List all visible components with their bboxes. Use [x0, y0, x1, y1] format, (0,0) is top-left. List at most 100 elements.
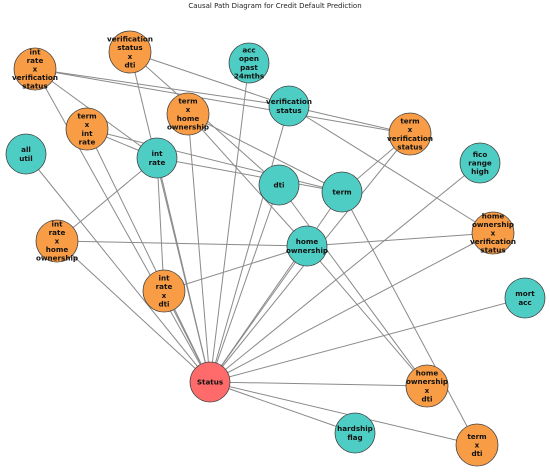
node-label-line: flag	[347, 433, 362, 442]
node-label-line: verification	[266, 97, 312, 106]
node-dti: dti	[258, 164, 300, 206]
edge-home_ownership-to-home_ownership_x_verification_status	[306, 232, 494, 247]
node-label-line: x	[55, 237, 60, 246]
node-circle	[228, 42, 270, 84]
edge-int_rate-to-term	[156, 157, 343, 193]
edge-verification_status-to-home_ownership_x_verification_status	[288, 105, 494, 234]
node-label-line: ownership	[167, 122, 209, 131]
edge-dti-to-home_ownership_x_dti	[278, 184, 428, 387]
edge-term_x_home_ownership-to-term	[187, 113, 343, 193]
node-circle	[13, 47, 57, 91]
edge-int_rate_x_verification_status-to-status	[34, 68, 211, 383]
node-label-line: int	[29, 47, 41, 56]
node-circle	[459, 142, 501, 184]
node-label-line: hardship	[337, 424, 373, 433]
node-circle	[5, 133, 47, 175]
node-circle	[35, 219, 79, 263]
node-label-line: dti	[158, 299, 169, 308]
node-label-line: status	[117, 43, 142, 52]
node-label-line: ownership	[406, 377, 448, 386]
node-circle	[65, 107, 109, 151]
edge-home_ownership_x_verification_status-to-status	[209, 232, 494, 383]
edge-verification_status-to-status	[209, 105, 290, 383]
node-label-line: x	[491, 229, 496, 238]
edge-home_ownership-to-home_ownership_x_dti	[306, 245, 428, 387]
node-label-line: dti	[273, 181, 284, 190]
node-label-line: home	[46, 245, 69, 254]
node-label-line: term	[178, 97, 197, 106]
node-circle	[455, 423, 499, 467]
edges-layer	[25, 51, 526, 446]
node-term: term	[321, 171, 363, 213]
node-circle	[142, 269, 186, 313]
node-label-line: status	[22, 82, 47, 91]
node-label-line: ownership	[286, 246, 328, 255]
node-label-line: term	[77, 112, 96, 121]
node-label-line: dti	[471, 449, 482, 458]
node-circle	[166, 92, 210, 136]
node-label-line: home	[177, 114, 200, 123]
node-label-line: home	[416, 369, 439, 378]
edge-int_rate_x_home_ownership-to-status	[56, 240, 211, 383]
node-label-line: past	[240, 63, 258, 72]
node-label-line: x	[408, 125, 413, 134]
node-circle	[405, 364, 449, 408]
node-label-line: mort	[515, 289, 535, 298]
node-circle	[334, 412, 376, 454]
node-label-line: dti	[421, 394, 432, 403]
edge-verification_status_x_dti-to-verification_status	[129, 51, 290, 107]
edge-mort_acc-to-status	[209, 297, 526, 383]
node-circle	[286, 225, 328, 267]
node-circle	[258, 164, 300, 206]
node-label-line: x	[128, 52, 133, 61]
node-label-line: verification	[107, 35, 153, 44]
node-circle	[471, 211, 515, 255]
node-label-line: int	[158, 274, 170, 283]
node-label-line: x	[475, 441, 480, 450]
node-label-line: status	[276, 106, 301, 115]
node-label-line: home	[482, 211, 505, 220]
node-circle	[321, 171, 363, 213]
node-label-line: all	[21, 145, 31, 154]
node-label-line: status	[397, 142, 422, 151]
edge-fico_range_high-to-status	[209, 162, 481, 383]
node-label-line: verification	[387, 134, 433, 143]
node-label-line: high	[471, 167, 489, 176]
edge-home_ownership_x_dti-to-status	[209, 381, 428, 387]
node-label-line: util	[19, 154, 32, 163]
edge-hardship_flag-to-status	[209, 381, 356, 434]
node-label-line: Status	[197, 378, 223, 387]
node-label-line: term	[467, 432, 486, 441]
edge-term-to-term_x_dti	[341, 191, 478, 446]
edge-dti-to-status	[209, 184, 280, 383]
edge-term_x_int_rate-to-term	[86, 128, 343, 193]
node-circle	[108, 30, 152, 74]
node-label-line: ownership	[472, 220, 514, 229]
node-label-line: rate	[149, 158, 166, 167]
node-label-line: verification	[470, 237, 516, 246]
node-label-line: ownership	[36, 254, 78, 263]
edge-home_ownership-to-int_rate_x_home_ownership	[56, 240, 308, 247]
diagram-title: Causal Path Diagram for Credit Default P…	[188, 2, 362, 10]
node-label-line: fico	[473, 150, 488, 159]
node-label-line: rate	[156, 282, 173, 291]
edge-home_ownership-to-status	[209, 245, 308, 383]
edge-int_rate-to-int_rate_x_home_ownership	[56, 157, 158, 242]
node-label-line: int	[151, 149, 163, 158]
edge-int_rate_x_verification_status-to-verification_status	[34, 68, 290, 107]
edge-acc_open_past_24mths-to-status	[209, 62, 250, 383]
nodes-layer: intratexverificationstatusverificationst…	[5, 30, 546, 467]
node-label-line: term	[400, 117, 419, 126]
node-label-line: rate	[79, 137, 96, 146]
